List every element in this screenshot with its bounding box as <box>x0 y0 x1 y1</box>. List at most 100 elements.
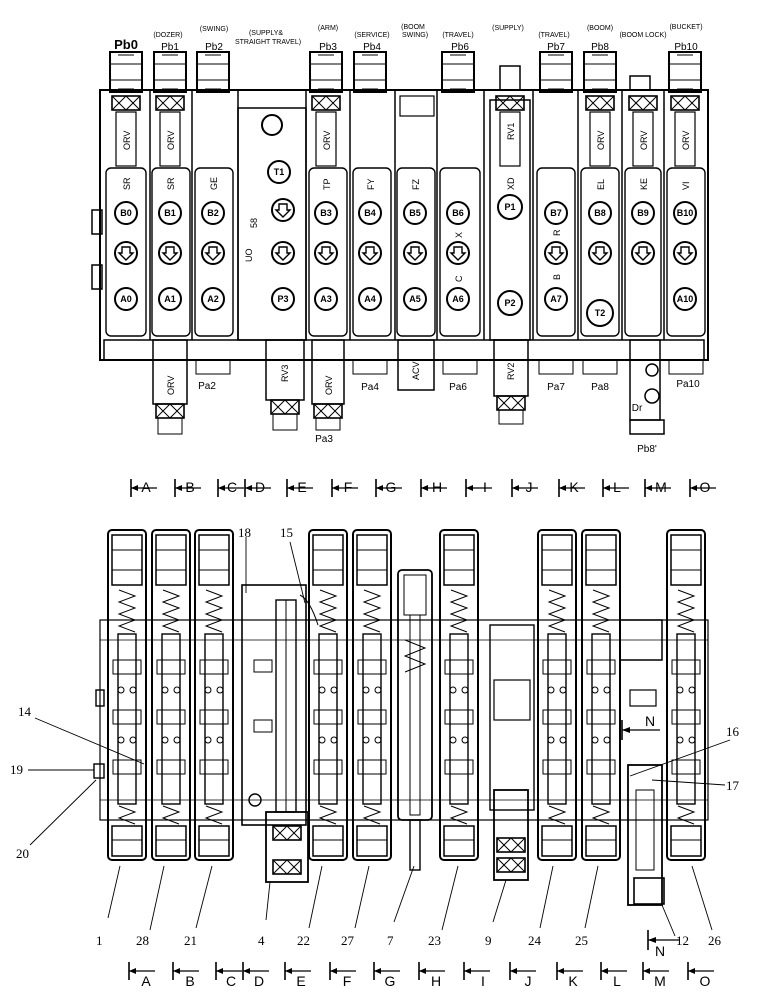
a-ports <box>114 287 697 311</box>
body-letter-r: R <box>552 229 562 236</box>
callout-22: 22 <box>297 933 310 948</box>
orv-label-2: ORV <box>166 131 176 150</box>
port-t1: T1 <box>274 167 285 177</box>
orv-label-3: ORV <box>322 131 332 150</box>
callout-21: 21 <box>184 933 197 948</box>
port-a10: A10 <box>677 294 694 304</box>
view-mark-n-upper: N <box>645 713 655 729</box>
callout-26: 26 <box>708 933 722 948</box>
port-a6: A6 <box>452 294 464 304</box>
leader-lines <box>28 537 731 937</box>
port-pa7: Pa7 <box>547 382 565 393</box>
section-mark-b-bottom: B <box>185 973 194 989</box>
code-vi: VI <box>681 181 691 190</box>
label-supply: (SUPPLY) <box>492 25 524 32</box>
port-pb8-prime: Pb8' <box>637 444 657 455</box>
section-mark-e-top: E <box>297 479 306 495</box>
section-mark-a-bottom: A <box>141 973 151 989</box>
port-pa6: Pa6 <box>449 382 467 393</box>
orv-label-6: ORV <box>681 131 691 150</box>
section-mark-h-top: H <box>432 479 442 495</box>
label-service: (SERVICE) <box>354 32 389 39</box>
port-pb1: Pb1 <box>161 42 179 53</box>
callout-19: 19 <box>10 762 23 777</box>
port-pb0: Pb0 <box>114 37 138 52</box>
pump-ports <box>267 160 614 327</box>
label-boom-lock: (BOOM LOCK) <box>619 32 666 39</box>
label-swing: (SWING) <box>200 26 228 33</box>
section-marks-top <box>130 478 717 498</box>
port-b4: B4 <box>364 208 376 218</box>
callout-12: 12 <box>676 933 689 948</box>
port-a7: A7 <box>550 294 562 304</box>
body-letter-x: X <box>454 232 464 238</box>
callout-18: 18 <box>238 525 251 540</box>
port-pa2: Pa2 <box>198 381 216 392</box>
port-pb6: Pb6 <box>451 42 469 53</box>
body-letter-c: C <box>454 275 464 282</box>
section-marks-bottom <box>128 961 715 981</box>
callout-16: 16 <box>726 724 740 739</box>
inlet-mark-uo: UO <box>244 249 254 263</box>
top-view <box>91 51 709 435</box>
orv-label-7: ORV <box>166 376 176 395</box>
section-mark-c-top: C <box>227 479 237 495</box>
code-ke: KE <box>639 178 649 190</box>
callout-23: 23 <box>428 933 441 948</box>
orv-label-4: ORV <box>596 131 606 150</box>
port-b7: B7 <box>550 208 562 218</box>
port-b10: B10 <box>677 208 694 218</box>
section-mark-g-bottom: G <box>385 973 396 989</box>
section-mark-d-bottom: D <box>254 973 264 989</box>
label-travel-1: (TRAVEL) <box>442 32 473 39</box>
callout-25: 25 <box>575 933 588 948</box>
callout-14: 14 <box>18 704 32 719</box>
port-b2: B2 <box>207 208 219 218</box>
code-ge: GE <box>209 177 219 190</box>
callout-20: 20 <box>16 846 29 861</box>
callout-24: 24 <box>528 933 542 948</box>
port-a4: A4 <box>364 294 376 304</box>
relief-rv1: RV1 <box>506 123 516 140</box>
port-a3: A3 <box>320 294 332 304</box>
port-p3: P3 <box>277 294 288 304</box>
view-n-indicators <box>621 720 680 950</box>
port-pa3: Pa3 <box>315 434 333 445</box>
callout-7: 7 <box>387 933 394 948</box>
code-xd: XD <box>506 177 516 190</box>
section-mark-j-bottom: J <box>525 973 532 989</box>
callout-28: 28 <box>136 933 149 948</box>
port-pb3: Pb3 <box>319 42 337 53</box>
section-mark-c-bottom: C <box>226 973 236 989</box>
code-tp: TP <box>322 178 332 190</box>
section-mark-k-bottom: K <box>568 973 578 989</box>
port-pb7: Pb7 <box>547 42 565 53</box>
side-view <box>93 529 709 906</box>
label-boom-swing-1: (BOOM <box>401 24 425 31</box>
code-sr-0: SR <box>122 177 132 190</box>
port-pa4: Pa4 <box>361 382 379 393</box>
callout-17: 17 <box>726 778 740 793</box>
section-mark-k-top: K <box>569 479 579 495</box>
port-dr: Dr <box>632 403 643 414</box>
orv-label-8: ORV <box>324 376 334 395</box>
view-mark-n-lower: N <box>655 943 665 959</box>
body-letter-b: B <box>552 274 562 280</box>
b-ports <box>114 201 697 225</box>
label-supply-straight-1: (SUPPLY& <box>249 30 283 37</box>
section-mark-f-top: F <box>344 479 353 495</box>
section-mark-f-bottom: F <box>343 973 352 989</box>
code-fy: FY <box>366 178 376 190</box>
section-mark-l-top: L <box>613 479 621 495</box>
port-b5: B5 <box>409 208 421 218</box>
section-mark-l-bottom: L <box>613 973 621 989</box>
label-travel-2: (TRAVEL) <box>538 32 569 39</box>
section-mark-i-top: I <box>483 479 487 495</box>
port-pb2: Pb2 <box>205 42 223 53</box>
callout-15: 15 <box>280 525 293 540</box>
port-b9: B9 <box>637 208 649 218</box>
section-mark-i-bottom: I <box>481 973 485 989</box>
port-p2: P2 <box>504 298 515 308</box>
port-b8: B8 <box>594 208 606 218</box>
